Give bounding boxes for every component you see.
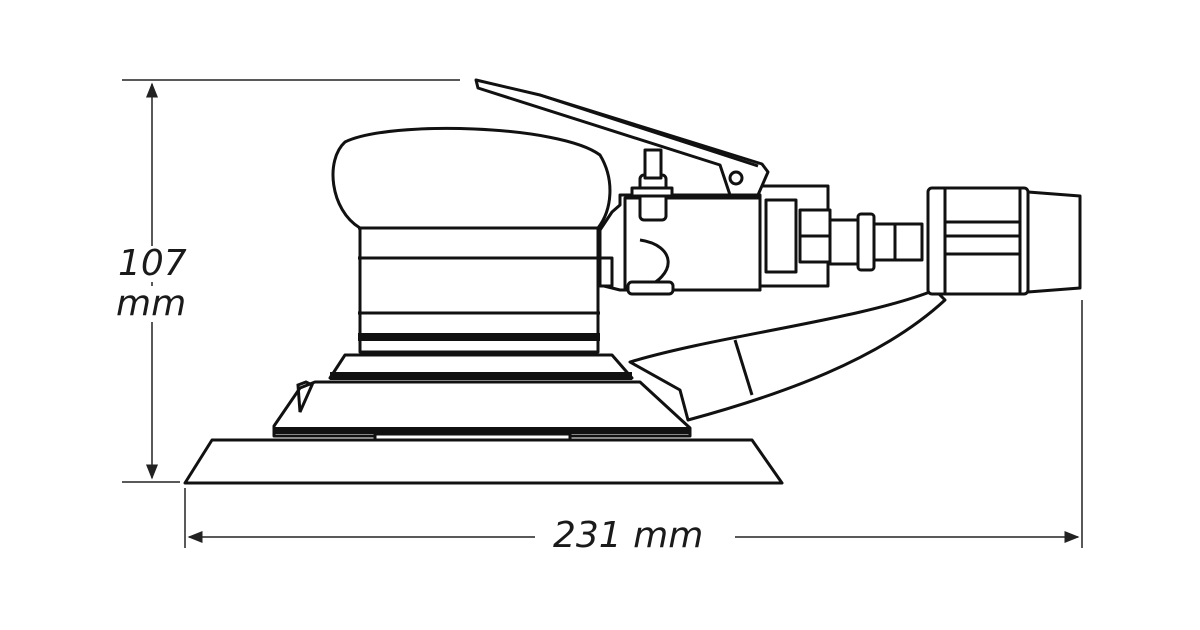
hose-end-cylinder	[926, 186, 1082, 296]
base-housing	[272, 380, 692, 438]
sanding-pad	[183, 432, 784, 485]
air-fitting	[828, 212, 924, 272]
flange	[328, 353, 634, 380]
height-dimension-value: 107	[118, 243, 187, 284]
coupling	[756, 184, 832, 288]
width-dimension-label: 231 mm	[545, 518, 712, 554]
trigger-lever	[474, 78, 770, 197]
height-dimension-unit: mm	[116, 283, 187, 324]
width-dimension-lines	[184, 300, 1083, 548]
air-hose	[628, 288, 947, 422]
sander-body	[331, 126, 612, 354]
